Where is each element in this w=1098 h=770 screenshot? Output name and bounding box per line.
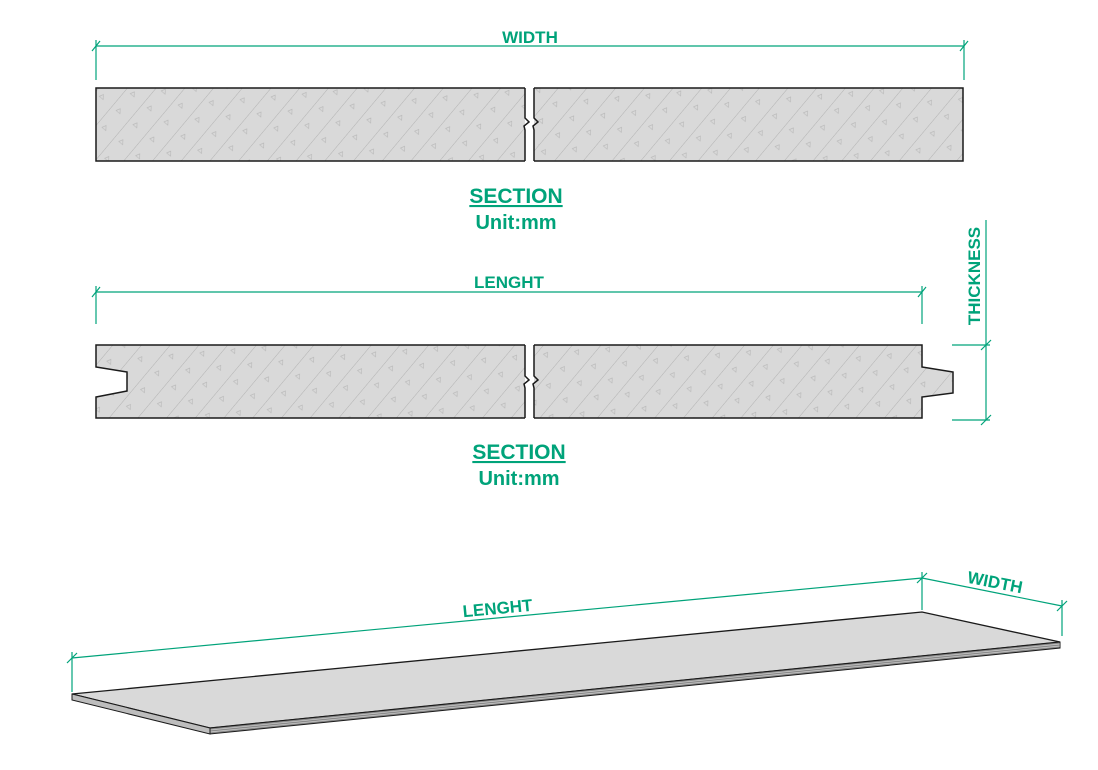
iso-length-label: LENGHT (462, 596, 534, 622)
isometric-view: LENGHT WIDTH (66, 568, 1068, 735)
middle-section-title: SECTION (472, 441, 565, 464)
middle-length-dimension: LENGHT (91, 273, 927, 324)
thickness-dimension: THICKNESS (952, 220, 992, 426)
top-section-body (95, 84, 964, 166)
middle-section-body (95, 340, 954, 422)
middle-section-unit: Unit:mm (478, 468, 559, 490)
top-width-dimension: WIDTH (91, 28, 969, 80)
middle-section: LENGHT THICKNESS SECTION Unit:mm (91, 220, 992, 490)
middle-length-label: LENGHT (474, 273, 545, 292)
iso-plank-body (71, 611, 1061, 735)
top-section-unit: Unit:mm (475, 212, 556, 234)
top-section-title: SECTION (469, 185, 562, 208)
thickness-label: THICKNESS (965, 227, 984, 325)
top-section: WIDTH SECTION Unit:mm (91, 28, 969, 234)
top-width-label: WIDTH (502, 28, 558, 47)
